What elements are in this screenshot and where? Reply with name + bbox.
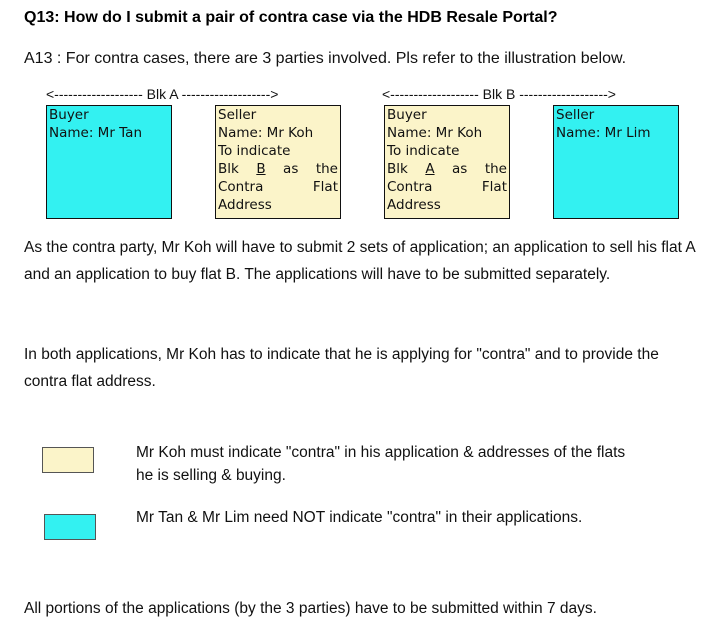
box-name: Name: Mr Koh xyxy=(387,125,483,141)
box-line: Blk B as the xyxy=(218,160,338,178)
seller-box-mr-koh: Seller Name: Mr Koh To indicate Blk B as… xyxy=(215,105,341,219)
box-role: Buyer xyxy=(387,107,427,123)
box-word: A xyxy=(425,161,435,177)
blk-b-arrow: <------------------- Blk B -------------… xyxy=(382,86,616,102)
box-line: To indicate xyxy=(387,143,460,159)
blk-a-arrow: <------------------- Blk A -------------… xyxy=(46,86,279,102)
box-name: Name: Mr Lim xyxy=(556,125,651,141)
box-word: as xyxy=(452,161,468,177)
box-role: Buyer xyxy=(49,107,89,123)
box-role: Seller xyxy=(556,107,595,123)
box-line: To indicate xyxy=(218,143,291,159)
box-word: Blk xyxy=(218,161,239,177)
footer-note: All portions of the applications (by the… xyxy=(24,600,597,617)
legend-swatch-cyan xyxy=(44,514,96,540)
box-name: Name: Mr Tan xyxy=(49,125,142,141)
box-word: Contra xyxy=(218,179,264,195)
buyer-box-mr-tan: Buyer Name: Mr Tan xyxy=(46,105,172,219)
question-heading: Q13: How do I submit a pair of contra ca… xyxy=(24,9,558,26)
legend-swatch-cream xyxy=(42,447,94,473)
box-word: Flat xyxy=(312,179,338,195)
buyer-box-mr-koh: Buyer Name: Mr Koh To indicate Blk A as … xyxy=(384,105,510,219)
answer-intro: A13 : For contra cases, there are 3 part… xyxy=(24,50,627,67)
box-word: Contra xyxy=(387,179,433,195)
box-name: Name: Mr Koh xyxy=(218,125,314,141)
box-role: Seller xyxy=(218,107,257,123)
box-line: Contra Flat xyxy=(218,178,338,196)
box-word: the xyxy=(315,161,338,177)
legend-text-cream: Mr Koh must indicate "contra" in his app… xyxy=(136,444,626,484)
box-word: B xyxy=(256,161,266,177)
paragraph-applications: As the contra party, Mr Koh will have to… xyxy=(24,239,695,283)
box-line: Blk A as the xyxy=(387,160,507,178)
box-word: as xyxy=(283,161,299,177)
paragraph-contra: In both applications, Mr Koh has to indi… xyxy=(24,346,659,390)
legend-text-cyan: Mr Tan & Mr Lim need NOT indicate "contr… xyxy=(136,509,583,526)
box-word: Blk xyxy=(387,161,408,177)
box-word: the xyxy=(484,161,507,177)
box-line: Address xyxy=(218,197,272,213)
box-line: Contra Flat xyxy=(387,178,507,196)
box-line: Address xyxy=(387,197,441,213)
box-word: Flat xyxy=(481,179,507,195)
seller-box-mr-lim: Seller Name: Mr Lim xyxy=(553,105,679,219)
